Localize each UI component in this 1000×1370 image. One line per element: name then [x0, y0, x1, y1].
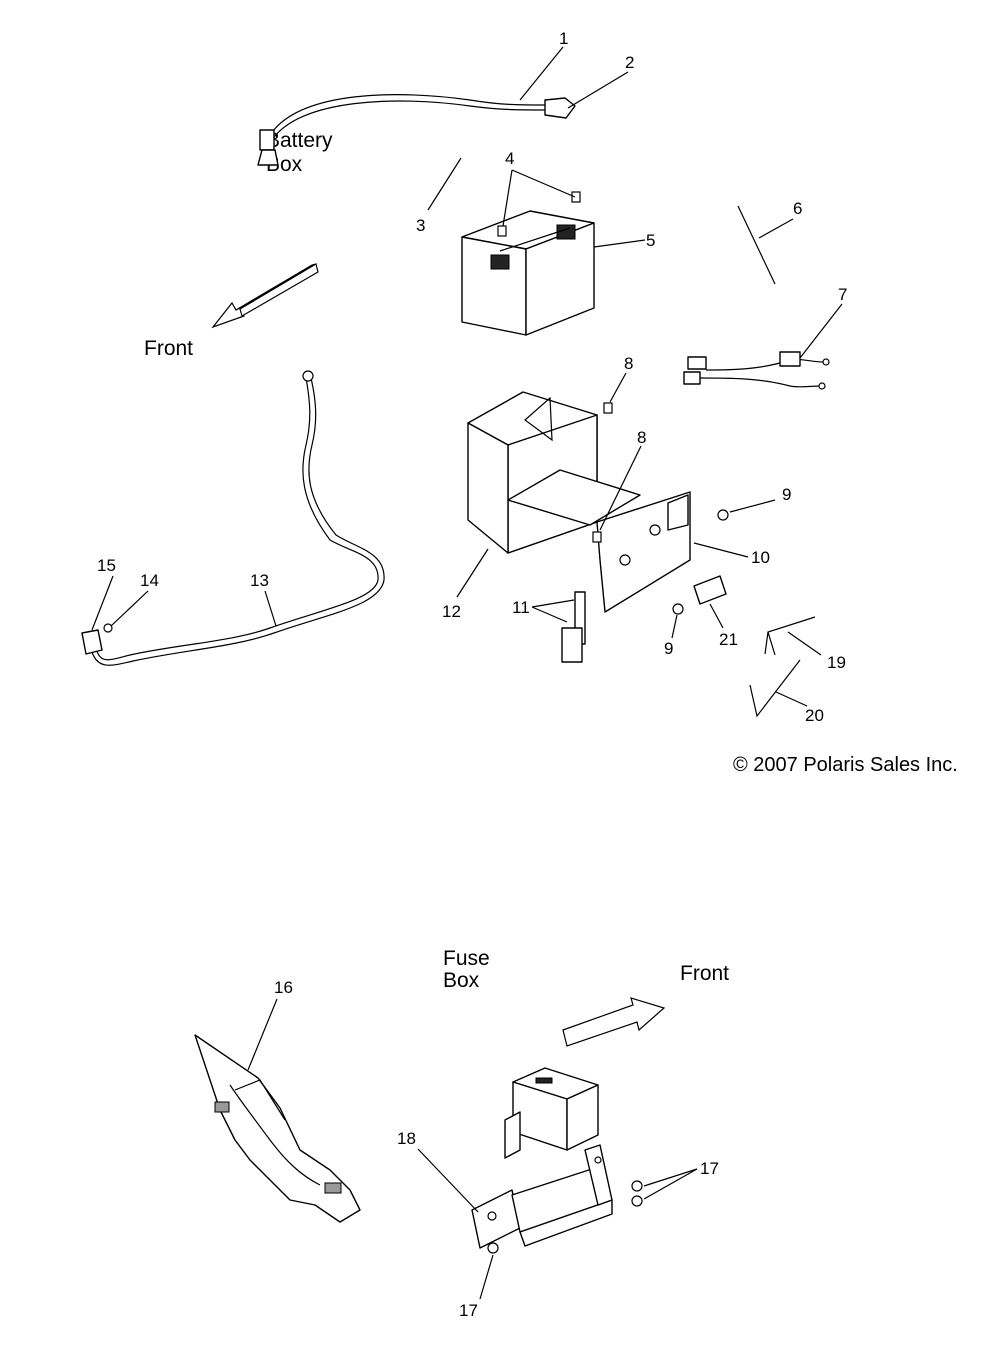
callout-8b: 8: [637, 428, 646, 447]
terminal-cover: [81, 629, 103, 655]
bracket-bolt-a: [631, 1180, 643, 1192]
terminal-bolts: [497, 191, 581, 237]
callout-4: 4: [505, 149, 514, 168]
callout-14: 14: [140, 571, 159, 590]
callout-16: 16: [274, 978, 293, 997]
callout-11: 11: [512, 598, 530, 617]
front-label-top: Front: [144, 337, 193, 360]
callout-20: 20: [805, 706, 824, 725]
fuse-box-title-line2: Box: [443, 969, 480, 992]
bracket-bolt-c: [487, 1242, 499, 1254]
callout-9a: 9: [782, 485, 791, 504]
callout-15: 15: [97, 556, 116, 575]
leader-lines-top: [91, 46, 843, 707]
callout-18: 18: [397, 1129, 416, 1148]
side-panel-bracket: [194, 1034, 361, 1223]
box-brackets: [561, 591, 586, 663]
fuse-holder: [693, 575, 727, 605]
callout-12: 12: [442, 602, 461, 621]
terminal-nut: [103, 623, 113, 633]
front-arrow-top: [211, 263, 319, 329]
mount-nut-a: [717, 509, 729, 521]
callout-1: 1: [559, 29, 568, 48]
callout-17a: 17: [700, 1159, 719, 1178]
mount-bolt-b: [592, 531, 602, 543]
bracket-bolt-b: [631, 1195, 643, 1207]
callout-13: 13: [250, 571, 269, 590]
hex-key: [764, 616, 816, 656]
callout-6: 6: [793, 199, 802, 218]
callout-2: 2: [625, 53, 634, 72]
cable-tie: [737, 205, 776, 285]
battery-cable-lead: [257, 94, 576, 166]
battery: [461, 210, 595, 336]
callout-5: 5: [646, 231, 655, 250]
callout-8a: 8: [624, 354, 633, 373]
front-label-bottom: Front: [680, 962, 729, 985]
fuse-box-block: [504, 1067, 599, 1159]
hex-wrench: [749, 659, 801, 718]
battery-cable: [91, 370, 385, 666]
callout-21: 21: [719, 630, 738, 649]
fuse-harness: [683, 351, 830, 390]
callout-10: 10: [751, 548, 770, 567]
fuse-box-bracket: [471, 1144, 613, 1249]
battery-box-tray: [467, 391, 691, 613]
callout-19: 19: [827, 653, 846, 672]
copyright-notice: © 2007 Polaris Sales Inc.: [733, 754, 958, 776]
callout-3: 3: [416, 216, 425, 235]
callout-7: 7: [838, 285, 847, 304]
callout-9b: 9: [664, 639, 673, 658]
front-arrow-bottom: [562, 997, 666, 1047]
callout-17b: 17: [459, 1301, 478, 1320]
mount-bolt-a: [603, 402, 613, 414]
fuse-box-title-line1: Fuse: [443, 947, 490, 970]
leader-lines-bottom: [247, 998, 698, 1300]
mount-nut-b: [672, 603, 684, 615]
battery-box-title-line1: Battery: [266, 129, 333, 152]
